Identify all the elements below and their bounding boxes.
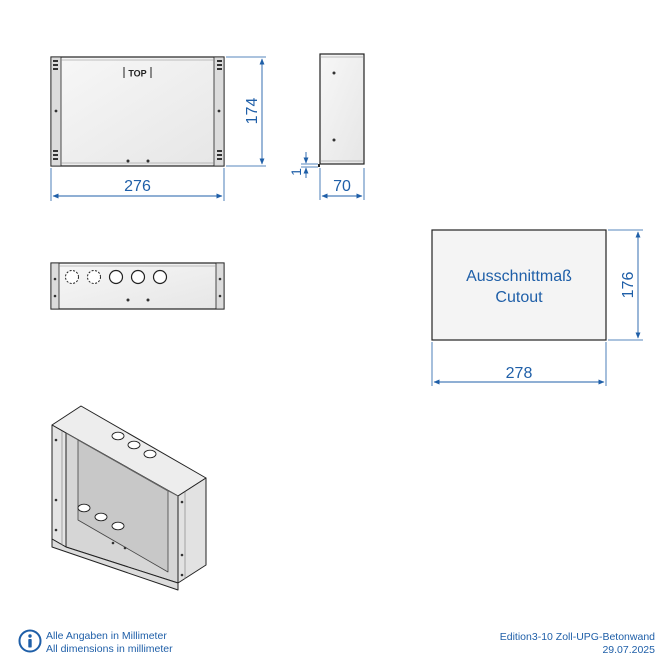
info-icon xyxy=(18,629,42,653)
front-width-dimension: 276 xyxy=(124,178,151,195)
cutout-title-de: Ausschnittmaß xyxy=(466,268,572,285)
top-view-body xyxy=(50,262,225,310)
iso-top-hole-3 xyxy=(143,449,157,459)
drawing-date: 29.07.2025 xyxy=(602,644,655,656)
knockout-hole-4 xyxy=(130,269,146,285)
iso-bottom-hole-1 xyxy=(77,503,91,513)
side-view: 1 70 xyxy=(288,53,365,200)
footer-meta: Edition3-10 Zoll-UPG-Betonwand 29.07.202… xyxy=(500,631,655,657)
side-depth-dimension: 70 xyxy=(333,178,351,195)
iso-right-face xyxy=(177,477,207,584)
note-english: All dimensions in millimeter xyxy=(46,643,173,655)
knockout-hole-3 xyxy=(108,269,124,285)
side-offset-dimension: 1 xyxy=(288,168,304,176)
cutout-view: Ausschnittmaß Cutout 176 278 xyxy=(431,229,643,386)
top-label: TOP xyxy=(128,69,146,79)
cutout-width-dimension: 278 xyxy=(506,365,533,382)
side-view-body xyxy=(319,53,365,165)
front-height-dimension: 174 xyxy=(244,98,261,125)
iso-bottom-hole-3 xyxy=(111,521,125,531)
knockout-hole-1 xyxy=(65,270,79,284)
iso-top-hole-2 xyxy=(127,440,141,450)
note-german: Alle Angaben in Millimeter xyxy=(46,630,167,642)
cutout-rectangle xyxy=(431,229,607,341)
knockout-hole-2 xyxy=(87,270,101,284)
cutout-title-en: Cutout xyxy=(495,289,543,306)
front-view-body xyxy=(50,56,225,167)
top-view xyxy=(50,262,225,310)
iso-bottom-hole-2 xyxy=(94,512,108,522)
knockout-hole-5 xyxy=(152,269,168,285)
cutout-height-dimension: 176 xyxy=(620,272,637,299)
iso-left-face xyxy=(51,424,67,548)
front-view: TOP 276 174 xyxy=(50,56,266,201)
isometric-view xyxy=(51,405,207,591)
product-name: Edition3-10 Zoll-UPG-Betonwand xyxy=(499,631,655,643)
footer-note: Alle Angaben in Millimeter All dimension… xyxy=(18,629,318,659)
iso-top-hole-1 xyxy=(111,431,125,441)
